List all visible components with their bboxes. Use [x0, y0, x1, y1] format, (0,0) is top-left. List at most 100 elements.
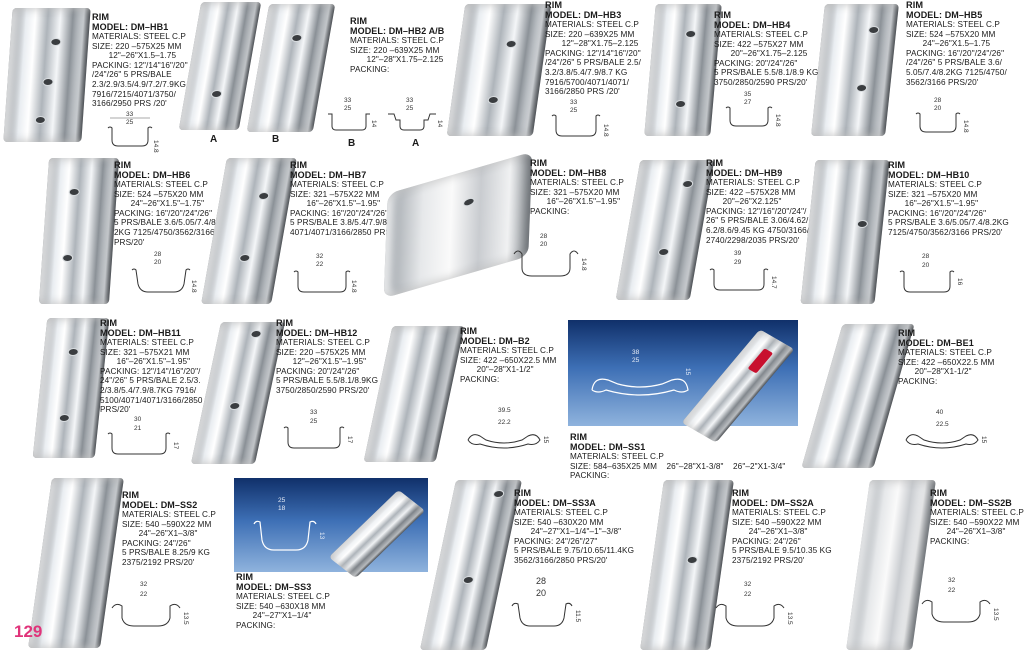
- svg-text:25: 25: [406, 105, 414, 112]
- spoke-hole: [487, 96, 500, 104]
- spec-hb9: RIM MODEL: DM–HB9 MATERIALS: STEEL C.P S…: [706, 158, 810, 245]
- profile-diagram-ss3a: 28 20 11.5: [511, 576, 581, 627]
- svg-text:33: 33: [310, 409, 318, 416]
- svg-text:25: 25: [632, 357, 640, 364]
- svg-text:13.5: 13.5: [182, 612, 189, 625]
- svg-text:32: 32: [744, 581, 752, 588]
- profile-diagram-hb7: 32 22 14.8: [293, 253, 357, 293]
- svg-text:29: 29: [734, 259, 742, 266]
- svg-text:14.7: 14.7: [770, 276, 777, 289]
- spoke-hole: [867, 26, 880, 34]
- profile-diagram-hb2-a: 33 25 14: [388, 97, 443, 131]
- profile-diagram-b2: 39.5 22.2 15: [467, 407, 549, 449]
- rim-photo-hb10: [800, 160, 890, 304]
- svg-text:25: 25: [570, 107, 578, 114]
- rim-photo-hb2-b: [246, 4, 336, 132]
- svg-text:25: 25: [344, 105, 352, 112]
- svg-text:25: 25: [310, 418, 318, 425]
- svg-text:20: 20: [536, 588, 546, 598]
- profile-diagram-ss2b: 32 22 13.5: [921, 577, 999, 623]
- svg-text:32: 32: [948, 577, 956, 584]
- profile-diagram-hb6: 28 20 14.8: [131, 251, 197, 293]
- svg-text:14.8: 14.8: [774, 114, 781, 127]
- spoke-hole: [657, 248, 670, 256]
- svg-text:13.5: 13.5: [786, 612, 793, 625]
- spec-hb2: RIM MODEL: DM–HB2 A/B MATERIALS: STEEL C…: [350, 16, 445, 74]
- spec-ss3: RIM MODEL: DM–SS3 MATERIALS: STEEL C.P S…: [236, 572, 330, 630]
- rim-photo-hb3: [446, 4, 552, 136]
- profile-diagram-ss2a: 32 22 13.5: [715, 581, 793, 627]
- svg-text:16: 16: [956, 278, 963, 286]
- page-number: 129: [14, 622, 43, 641]
- svg-text:32: 32: [316, 253, 324, 260]
- svg-text:22.5: 22.5: [936, 421, 949, 428]
- spoke-hole: [68, 188, 81, 196]
- svg-text:20: 20: [934, 105, 942, 112]
- rim-title: RIM: [92, 12, 110, 22]
- spec-hb12: RIM MODEL: DM–HB12 MATERIALS: STEEL C.P …: [276, 318, 379, 395]
- profile-diagram-hb12: 33 25 17: [283, 409, 353, 449]
- svg-text:13.5: 13.5: [992, 608, 999, 621]
- spec-hb4: RIM MODEL: DM–HB4 MATERIALS: STEEL C.P S…: [714, 10, 819, 87]
- svg-text:20: 20: [922, 262, 930, 269]
- svg-text:28: 28: [536, 576, 546, 586]
- spoke-hole: [42, 78, 54, 86]
- spoke-hole: [210, 90, 223, 98]
- variant-label-b-diagram: B: [348, 138, 356, 149]
- svg-text:17: 17: [172, 442, 179, 450]
- spoke-hole: [249, 330, 263, 338]
- svg-text:27: 27: [744, 99, 752, 106]
- spoke-hole: [686, 556, 699, 564]
- svg-text:14.8: 14.8: [962, 120, 969, 133]
- spoke-hole: [61, 254, 74, 262]
- svg-text:39: 39: [734, 250, 742, 257]
- svg-text:22.2: 22.2: [498, 419, 511, 426]
- svg-text:38: 38: [632, 349, 640, 356]
- spec-ss2a: RIM MODEL: DM–SS2A MATERIALS: STEEL C.P …: [732, 488, 832, 565]
- svg-text:13: 13: [318, 532, 325, 540]
- spec-hb11: RIM MODEL: DM–HB11 MATERIALS: STEEL C.P …: [100, 318, 203, 415]
- svg-text:21: 21: [134, 425, 142, 432]
- profile-diagram-be1: 40 22.5 15: [905, 409, 987, 449]
- rim-photo-hb11: [32, 318, 110, 458]
- spec-b2: RIM MODEL: DM–B2 MATERIALS: STEEL C.P SI…: [460, 326, 557, 384]
- profile-diagram-hb9: 39 29 14.7: [709, 250, 777, 291]
- profile-diagram-hb2-b: 33 25 14: [328, 97, 377, 131]
- red-label: [747, 348, 774, 374]
- profile-diagram-hb10: 28 20 16: [899, 253, 963, 293]
- svg-text:28: 28: [934, 97, 942, 104]
- svg-text:14.8: 14.8: [350, 280, 357, 293]
- spec-hb10: RIM MODEL: DM–HB10 MATERIALS: STEEL C.P …: [888, 160, 1009, 237]
- profile-diagram-hb3: 33 25 14.8: [551, 99, 609, 137]
- svg-text:22: 22: [316, 261, 324, 268]
- variant-label-a-diagram: A: [412, 138, 420, 149]
- spec-hb1: RIM MODEL: DM–HB1 MATERIALS: STEEL C.P S…: [92, 12, 192, 109]
- dim-height: 14.8: [152, 140, 159, 153]
- spec-hb8: RIM MODEL: DM–HB8 MATERIALS: STEEL C.P S…: [530, 158, 624, 216]
- svg-text:28: 28: [922, 253, 930, 260]
- svg-text:18: 18: [278, 505, 286, 512]
- model-name: MODEL: DM–HB1: [92, 22, 169, 32]
- variant-label-b: B: [272, 134, 280, 145]
- profile-diagram-hb11: 30 21 17: [107, 416, 179, 455]
- profile-diagram-ss2: 32 22 13.5: [111, 581, 189, 627]
- profile-diagram-hb5: 28 20 14.8: [915, 97, 969, 133]
- profile-diagram-ss3: 25 18 13: [253, 497, 325, 551]
- rim-photo-ss3: [328, 489, 426, 579]
- svg-text:33: 33: [344, 97, 352, 104]
- spoke-hole: [290, 34, 303, 42]
- variant-label-a: A: [210, 134, 218, 145]
- svg-text:28: 28: [540, 233, 548, 240]
- spoke-hole: [461, 576, 475, 584]
- spec-ss2: RIM MODEL: DM–SS2 MATERIALS: STEEL C.P S…: [122, 490, 216, 567]
- spoke-hole: [462, 196, 475, 208]
- spoke-hole: [257, 192, 270, 200]
- svg-text:15: 15: [542, 436, 549, 444]
- spoke-hole: [856, 220, 869, 228]
- svg-text:25: 25: [278, 497, 286, 504]
- rim-photo-hb5: [811, 4, 899, 136]
- svg-text:39.5: 39.5: [498, 407, 511, 414]
- spoke-hole: [855, 84, 868, 92]
- svg-text:20: 20: [154, 259, 162, 266]
- svg-text:32: 32: [140, 581, 148, 588]
